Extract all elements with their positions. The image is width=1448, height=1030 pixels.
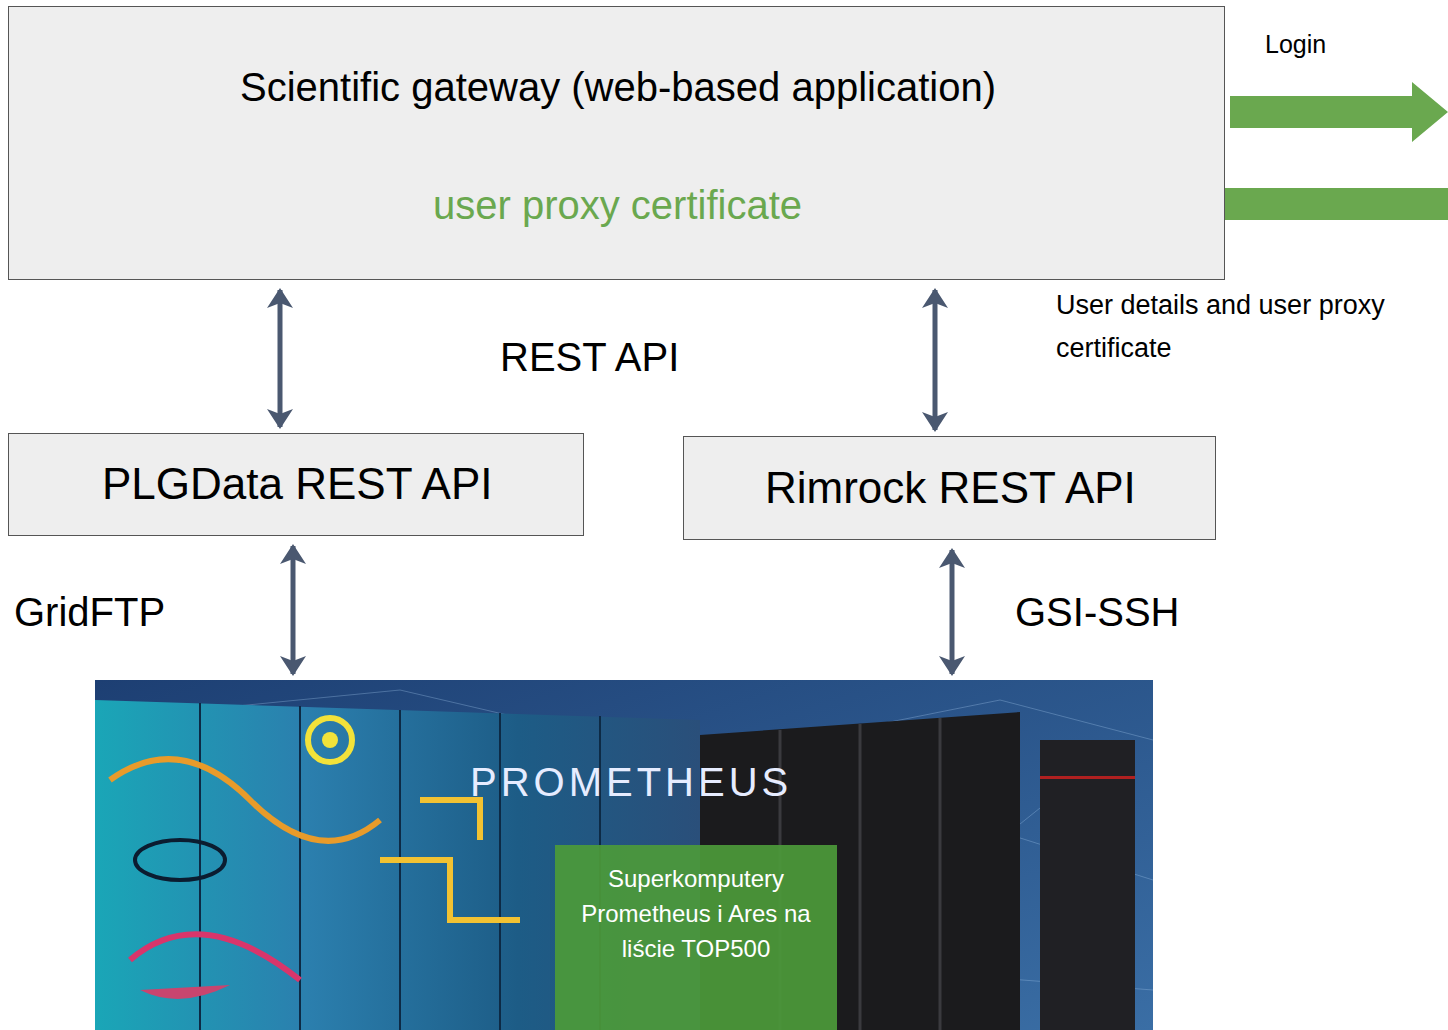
node-subtitle: user proxy certificate (433, 183, 802, 228)
connector-arrow (278, 290, 283, 427)
connector-arrow (933, 290, 938, 430)
annotation-label: Login (1265, 30, 1326, 59)
protocol-label: GSI-SSH (1015, 590, 1179, 635)
connector-arrow (950, 550, 955, 674)
node-title: Rimrock REST API (765, 463, 1136, 513)
annotation-label: REST API (500, 335, 679, 380)
supercomputer-picture: Superkomputery Prometheus i Ares na liśc… (95, 680, 1153, 1030)
system-box: PLGData REST API (8, 433, 584, 536)
node-title: Superkomputery Prometheus i Ares na liśc… (565, 862, 827, 966)
connector-arrow (291, 546, 296, 674)
login-arrow (1230, 82, 1448, 142)
protocol-label: GridFTP (14, 590, 165, 635)
annotation-label: User details and user proxy certificate (1056, 284, 1386, 370)
node-title: Scientific gateway (web-based applicatio… (240, 65, 996, 110)
system-box: Rimrock REST API (683, 436, 1216, 540)
node-title: PLGData REST API (102, 459, 492, 509)
system-box: Scientific gateway (web-based applicatio… (8, 6, 1225, 280)
painted-name: PROMETHEUS (470, 760, 792, 805)
